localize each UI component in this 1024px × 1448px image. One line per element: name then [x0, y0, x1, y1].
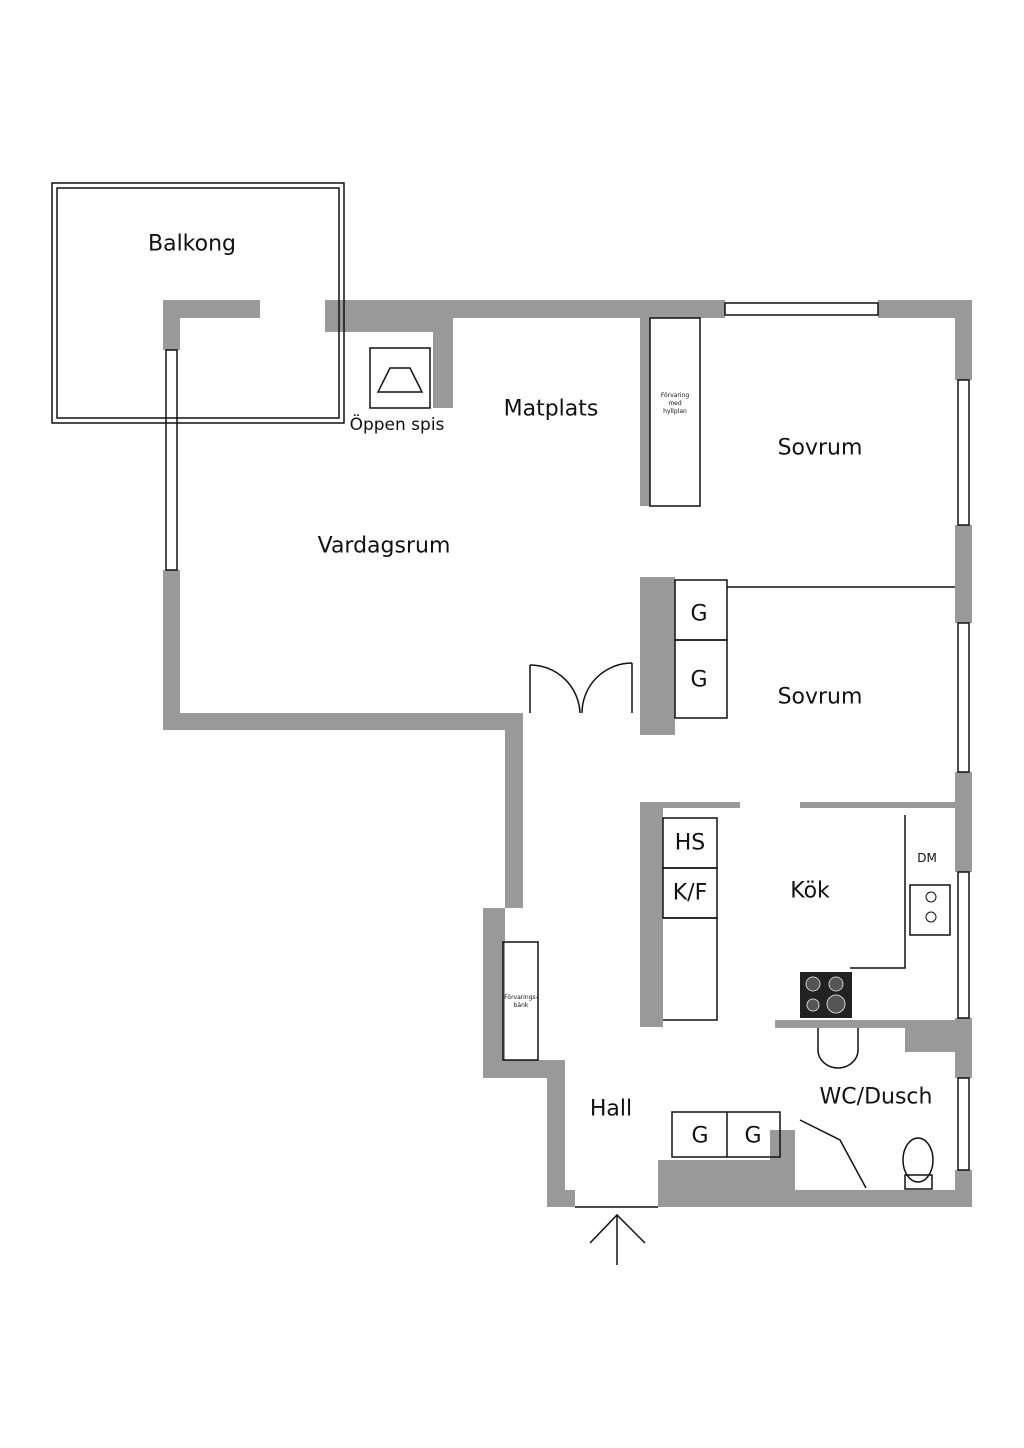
room-label-wc: WC/Dusch	[819, 1084, 933, 1110]
walls	[163, 300, 972, 1207]
label-hs: HS	[674, 830, 706, 856]
stove	[800, 972, 852, 1018]
room-label-matplats: Matplats	[503, 396, 599, 422]
wardrobe-label-4: G	[744, 1123, 762, 1149]
outlines	[51, 182, 970, 1265]
room-label-sovrum-2: Sovrum	[777, 684, 863, 710]
wardrobe-label-3: G	[691, 1123, 709, 1149]
label-forvaring-hyllplan: Förvaring med hyllplan	[660, 392, 690, 415]
room-label-vardagsrum: Vardagsrum	[317, 533, 451, 559]
room-label-kok: Kök	[790, 878, 830, 904]
wardrobe-label-1: G	[690, 601, 708, 627]
label-forvaringsbank: Förvarings- bänk	[504, 994, 538, 1009]
room-label-hall: Hall	[589, 1096, 633, 1122]
sink	[925, 891, 937, 923]
room-label-balkong: Balkong	[147, 231, 237, 257]
label-dm: DM	[917, 851, 937, 865]
label-oppen-spis: Öppen spis	[349, 415, 445, 435]
wardrobe-label-2: G	[690, 667, 708, 693]
label-kf: K/F	[672, 880, 708, 906]
room-label-sovrum-1: Sovrum	[777, 435, 863, 461]
